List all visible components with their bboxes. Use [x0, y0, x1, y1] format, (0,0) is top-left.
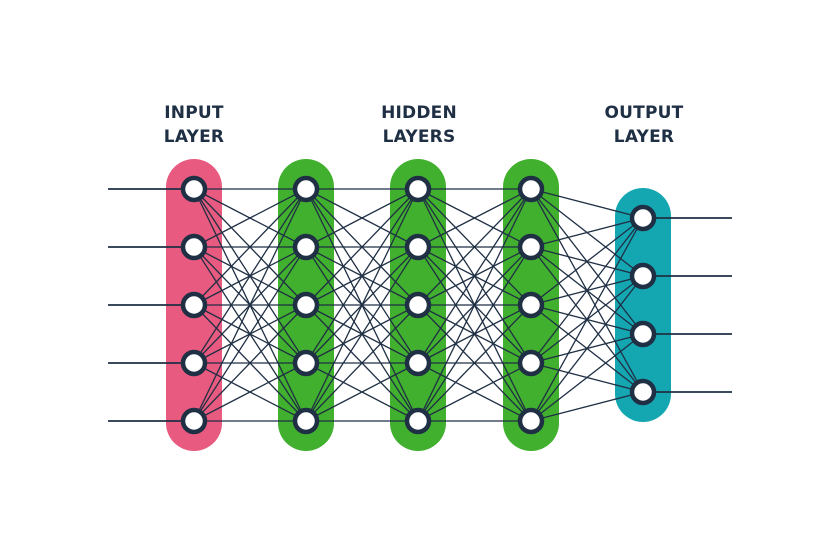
connection-l3n4-l4n1 [417, 188, 532, 364]
connection-l4n3-l5n1 [530, 217, 644, 306]
connection-l4n1-l5n1 [530, 188, 644, 219]
hidden-2-neuron-2 [404, 233, 432, 261]
connection-l4n5-l5n3 [530, 333, 644, 422]
connection-l4n4-l5n1 [530, 217, 644, 364]
connection-l2n3-l3n1 [305, 188, 419, 306]
hidden-1-neuron-1 [292, 175, 320, 203]
hidden-2-neuron-3 [404, 291, 432, 319]
output-layer-label-line1: OUTPUT [604, 103, 684, 123]
connection-l3n5-l4n1 [417, 188, 532, 422]
connection-l1n5-l2n2 [193, 246, 307, 422]
connection-l2n5-l3n3 [305, 304, 419, 422]
hidden-layers-label-line1: HIDDEN [381, 103, 457, 123]
output-layer-label: OUTPUT LAYER [564, 101, 724, 149]
connection-l1n5-l2n4 [193, 362, 307, 422]
connection-l3n3-l4n1 [417, 188, 532, 306]
connection-l3n5-l4n4 [417, 362, 532, 422]
hidden-1-neuron-3 [292, 291, 320, 319]
hidden-3-neuron-4 [517, 349, 545, 377]
output-neuron-3 [629, 320, 657, 348]
connection-l2n4-l3n1 [305, 188, 419, 364]
output-neuron-1 [629, 204, 657, 232]
hidden-3-neuron-3 [517, 291, 545, 319]
connection-l4n5-l5n2 [530, 275, 644, 422]
neurons [180, 175, 657, 435]
hidden-layers-label: HIDDEN LAYERS [339, 101, 499, 149]
connection-l2n5-l3n1 [305, 188, 419, 422]
connection-l4n5-l5n1 [530, 217, 644, 422]
hidden-3-neuron-5 [517, 407, 545, 435]
input-neuron-4 [180, 349, 208, 377]
connection-l1n4-l2n1 [193, 188, 307, 364]
hidden-2-neuron-4 [404, 349, 432, 377]
input-neuron-3 [180, 291, 208, 319]
output-neuron-2 [629, 262, 657, 290]
connection-l2n5-l3n4 [305, 362, 419, 422]
output-neuron-4 [629, 378, 657, 406]
connection-l2n5-l3n2 [305, 246, 419, 422]
output-layer-background [615, 188, 671, 422]
hidden-1-neuron-5 [292, 407, 320, 435]
hidden-layers-label-line2: LAYERS [382, 127, 456, 147]
connection-l1n2-l2n1 [193, 188, 307, 248]
connection-l2n2-l3n1 [305, 188, 419, 248]
connections [108, 188, 732, 422]
input-neuron-1 [180, 175, 208, 203]
hidden-3-neuron-2 [517, 233, 545, 261]
hidden-1-neuron-4 [292, 349, 320, 377]
connection-l4n5-l5n4 [530, 391, 644, 422]
hidden-3-neuron-1 [517, 175, 545, 203]
connection-l3n5-l4n2 [417, 246, 532, 422]
hidden-2-neuron-1 [404, 175, 432, 203]
input-layer-label-line1: INPUT [164, 103, 224, 123]
hidden-1-neuron-2 [292, 233, 320, 261]
connection-l3n5-l4n3 [417, 304, 532, 422]
connection-l1n5-l2n3 [193, 304, 307, 422]
connection-l4n2-l5n1 [530, 217, 644, 248]
connection-l3n2-l4n1 [417, 188, 532, 248]
connection-l1n5-l2n1 [193, 188, 307, 422]
input-layer-label: INPUT LAYER [114, 101, 274, 149]
input-neuron-5 [180, 407, 208, 435]
connection-l1n3-l2n1 [193, 188, 307, 306]
input-neuron-2 [180, 233, 208, 261]
hidden-2-neuron-5 [404, 407, 432, 435]
output-layer-label-line2: LAYER [613, 127, 675, 147]
input-layer-label-line2: LAYER [163, 127, 225, 147]
